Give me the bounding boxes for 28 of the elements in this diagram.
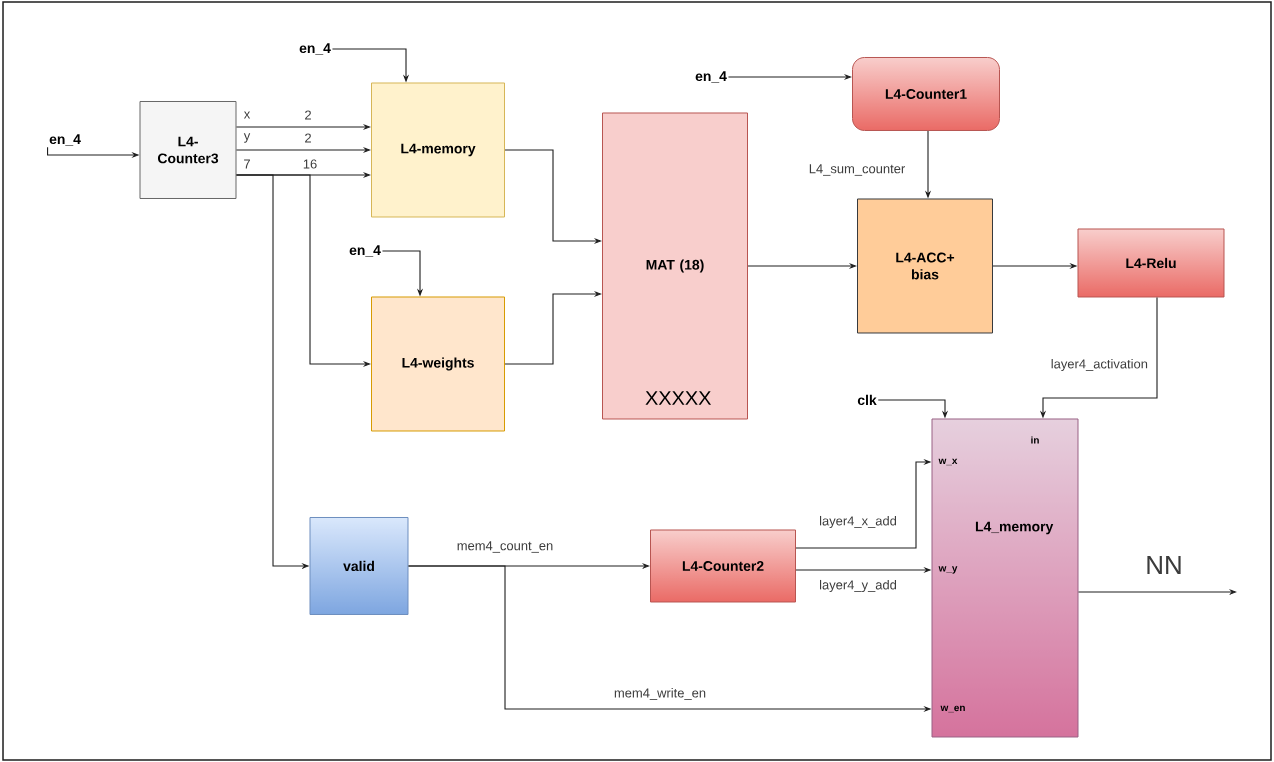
block-box: L4-memory bbox=[371, 82, 505, 218]
block-box: L4-Relu bbox=[1077, 228, 1225, 298]
signal-name: en_4 bbox=[299, 43, 331, 55]
block-box: MAT (18) XXXXX bbox=[602, 112, 748, 420]
edge-label: layer4_activation bbox=[1049, 357, 1150, 373]
edge-label: 16 bbox=[303, 159, 317, 169]
signal-name: en_4 bbox=[349, 245, 381, 257]
block-box: valid bbox=[309, 517, 409, 615]
block-box: in w_x L4_memory w_y w_en bbox=[931, 418, 1079, 738]
block-box: L4- Counter3 bbox=[139, 101, 237, 199]
signal-name: en_4 bbox=[49, 134, 81, 146]
edge-label: 2 bbox=[305, 133, 311, 143]
signal-name: clk bbox=[857, 394, 877, 406]
block-box: L4-weights bbox=[371, 296, 505, 432]
edge-label: mem4_count_en bbox=[455, 539, 555, 555]
block-box: L4-ACC+ bias bbox=[857, 198, 993, 334]
edge-label: 2 bbox=[305, 110, 311, 120]
edge-label: layer4_x_add bbox=[817, 514, 899, 530]
block-box: L4-Counter2 bbox=[650, 529, 796, 603]
edge-label: mem4_write_en bbox=[612, 686, 708, 702]
signal-name: en_4 bbox=[695, 71, 727, 83]
edge-label: L4_sum_counter bbox=[807, 162, 907, 178]
edge-label: NN bbox=[1143, 554, 1185, 576]
edge-label: layer4_y_add bbox=[817, 578, 899, 594]
port-name: 7 bbox=[244, 159, 250, 169]
port-name: y bbox=[243, 133, 251, 143]
port-name: x bbox=[243, 111, 251, 119]
counter-box: L4-Counter1 bbox=[852, 57, 1000, 131]
